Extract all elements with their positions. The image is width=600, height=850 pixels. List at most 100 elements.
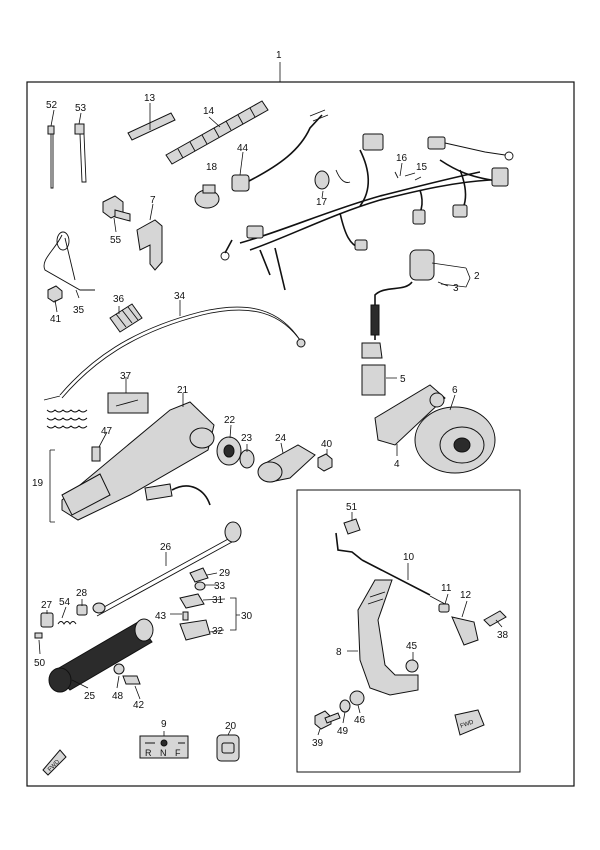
- callout-15: 15: [416, 162, 428, 173]
- callout-23: 23: [241, 433, 253, 444]
- callout-45: 45: [406, 641, 418, 652]
- callout-46: 46: [354, 715, 366, 726]
- washer-48: [113, 663, 125, 675]
- callout-3: 3: [453, 283, 459, 294]
- rod-10: [361, 559, 446, 605]
- spring-54: [57, 621, 77, 625]
- bracket-29: [189, 567, 209, 583]
- pedal-8: [357, 579, 419, 696]
- corrugated-tube-14: [165, 100, 269, 165]
- connector-44: [231, 109, 329, 192]
- callout-43: 43: [155, 611, 167, 622]
- glyph-r: R: [145, 748, 152, 758]
- bolt-41: [47, 285, 63, 303]
- washer-49: [339, 699, 351, 713]
- tube-13: [127, 112, 176, 141]
- callout-30: 30: [241, 611, 253, 622]
- washer-33: [194, 581, 206, 591]
- callout-40: 40: [321, 439, 333, 450]
- callout-21: 21: [177, 385, 189, 396]
- callout-53: 53: [75, 103, 87, 114]
- button-20: [216, 734, 240, 762]
- callout-16: 16: [396, 153, 408, 164]
- callout-14: 14: [203, 106, 215, 117]
- callout-42: 42: [133, 700, 145, 711]
- callout-41: 41: [50, 314, 62, 325]
- bushing-23: [239, 449, 255, 469]
- linkage-51: [335, 518, 363, 561]
- lever-2: [370, 249, 449, 340]
- callout-4: 4: [394, 459, 400, 470]
- grip-24: [257, 444, 316, 483]
- callout-12: 12: [460, 590, 472, 601]
- bracket-7: [136, 219, 163, 271]
- grommet-17: [314, 169, 351, 190]
- callout-32: 32: [212, 626, 224, 637]
- bolt-42: [122, 675, 141, 685]
- washer-45: [405, 659, 419, 673]
- fwd-arrow-right: [454, 709, 485, 736]
- callout-39: 39: [312, 738, 324, 749]
- pin-50: [34, 632, 43, 639]
- glyph-f: F: [175, 748, 181, 758]
- screw-43: [182, 611, 189, 621]
- bolt-55: [102, 195, 131, 222]
- callout-35: 35: [73, 305, 85, 316]
- callout-26: 26: [160, 542, 172, 553]
- callout-24: 24: [275, 433, 287, 444]
- pulley-6: [414, 406, 496, 474]
- grip-25: [48, 618, 154, 693]
- fwd-arrow-left: [42, 749, 67, 776]
- callout-36: 36: [113, 294, 125, 305]
- washer-46: [349, 690, 365, 706]
- callout-7: 7: [150, 195, 156, 206]
- inset-frame: [296, 489, 521, 773]
- cable-34: [43, 306, 306, 401]
- cap-27: [40, 612, 54, 628]
- callout-numbers: 1 52 53 13 14 18 44 16 15 17 7 55 41 35 …: [32, 50, 509, 749]
- callout-18: 18: [206, 162, 218, 173]
- bolt-39: [314, 710, 341, 730]
- cam-5: [361, 342, 386, 396]
- callout-34: 34: [174, 291, 186, 302]
- callout-6: 6: [452, 385, 458, 396]
- callout-54: 54: [59, 597, 71, 608]
- callout-20: 20: [225, 721, 237, 732]
- label-plate-37: [107, 392, 149, 414]
- callout-50: 50: [34, 658, 46, 669]
- callout-10: 10: [403, 552, 415, 563]
- lever-4: [374, 384, 446, 446]
- cable-tie-52: [47, 125, 55, 189]
- wire-harness-15: [220, 133, 514, 291]
- tiller-handle-21: [61, 401, 215, 521]
- callout-37: 37: [120, 371, 132, 382]
- callout-49: 49: [337, 726, 349, 737]
- callout-17: 17: [316, 197, 328, 208]
- callout-11: 11: [441, 583, 452, 594]
- callout-25: 25: [84, 691, 96, 702]
- grommet-36: [109, 303, 143, 333]
- leader-lines: [38, 103, 503, 736]
- callout-52: 52: [46, 100, 58, 111]
- callout-38: 38: [497, 630, 509, 641]
- callout-55: 55: [110, 235, 122, 246]
- lever-12: [451, 616, 479, 646]
- cable-26: [92, 521, 242, 617]
- plate-32: [179, 619, 211, 641]
- bolt-38: [483, 610, 507, 627]
- panel-9-glyphs: R N F: [145, 748, 181, 758]
- callout-1: 1: [276, 50, 282, 61]
- callout-33: 33: [214, 581, 226, 592]
- callout-31: 31: [212, 595, 224, 606]
- callout-8: 8: [336, 647, 342, 658]
- outer-frame: [26, 81, 575, 787]
- callout-2: 2: [474, 271, 480, 282]
- switch-18: [194, 184, 220, 209]
- callout-9: 9: [161, 719, 167, 730]
- callout-48: 48: [112, 691, 124, 702]
- callout-5: 5: [400, 374, 406, 385]
- nut-11: [438, 603, 450, 613]
- callout-51: 51: [346, 502, 358, 513]
- clamp-53: [74, 123, 87, 183]
